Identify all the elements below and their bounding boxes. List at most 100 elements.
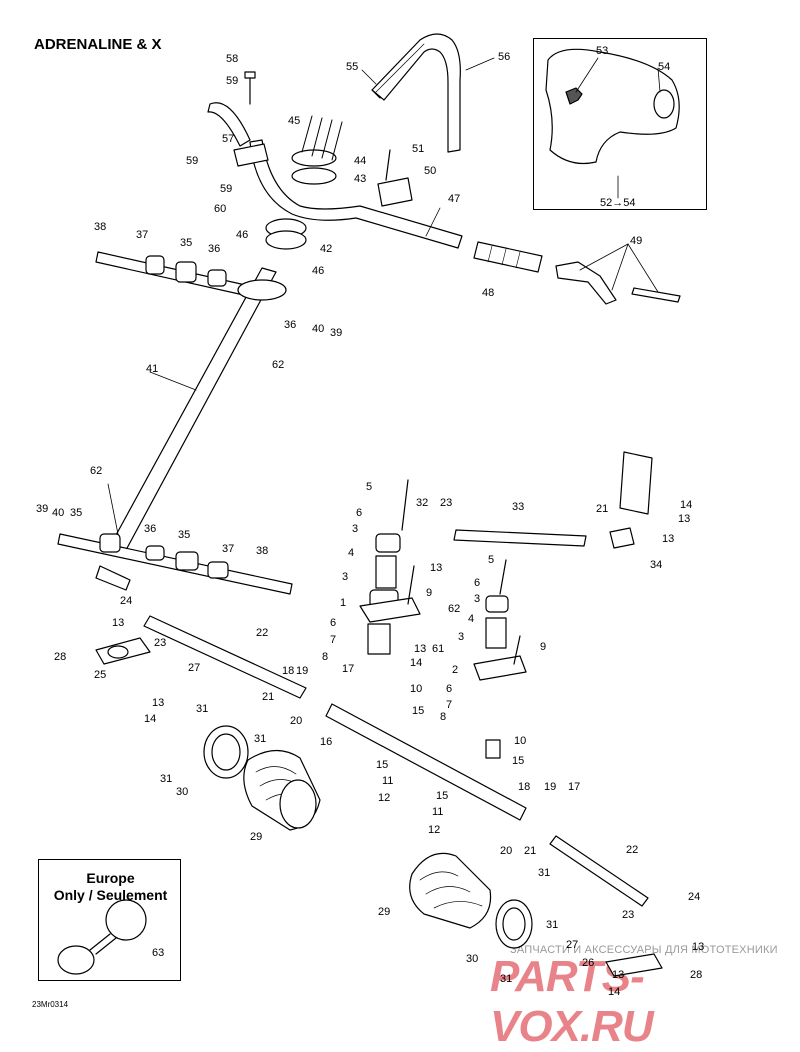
callout-60: 6 [330, 617, 336, 629]
callout-97: 11 [382, 775, 393, 787]
callout-68: 3 [458, 631, 464, 643]
callout-67: 15 [412, 705, 424, 717]
callout-121: 63 [152, 947, 164, 959]
europe-only-box: Europe Only / Seulement [38, 859, 181, 981]
callout-42: 33 [512, 501, 524, 513]
callout-32: 39 [36, 503, 48, 515]
boot-ring-30-right [495, 899, 533, 949]
callout-77: 27 [188, 662, 200, 674]
callout-118: 13 [612, 969, 624, 981]
callout-23: 46 [236, 229, 248, 241]
diagram-title: ADRENALINE & X [34, 36, 162, 53]
callout-109: 29 [378, 906, 390, 918]
callout-44: 14 [680, 499, 692, 511]
callout-91: 31 [196, 703, 208, 715]
callout-26: 36 [284, 319, 296, 331]
callout-103: 19 [544, 781, 556, 793]
callout-1: 59 [226, 75, 238, 87]
boot-29-right [409, 852, 492, 929]
callout-112: 31 [500, 973, 512, 985]
callout-50: 4 [348, 547, 354, 559]
callout-71: 24 [120, 595, 132, 607]
bracket-50 [377, 149, 413, 207]
knob-63 [57, 899, 147, 975]
callout-113: 27 [566, 939, 578, 951]
callout-35: 36 [144, 523, 156, 535]
callout-49: 3 [352, 523, 358, 535]
callout-81: 19 [296, 665, 308, 677]
callout-48: 6 [356, 507, 362, 519]
cross-link-16 [325, 703, 527, 821]
callout-31: 62 [90, 465, 102, 477]
callout-89: 10 [514, 735, 526, 747]
callout-88: 8 [440, 711, 446, 723]
callout-21: 35 [180, 237, 192, 249]
callout-38: 38 [256, 545, 268, 557]
callout-73: 22 [256, 627, 268, 639]
callout-3: 59 [186, 155, 198, 167]
column-stack-left [359, 479, 421, 655]
callout-93: 31 [160, 773, 172, 785]
callout-87: 7 [446, 699, 452, 711]
europe-note-line2: Only / Seulement [53, 887, 168, 903]
callout-75: 23 [154, 637, 166, 649]
callout-106: 20 [500, 845, 512, 857]
callout-107: 22 [626, 844, 638, 856]
callout-114: 24 [688, 891, 700, 903]
callout-12: 50 [424, 165, 436, 177]
callout-74: 28 [54, 651, 66, 663]
boot-29-left [243, 749, 321, 831]
handle-grip-53-54 [545, 48, 680, 165]
callout-101: 12 [428, 824, 440, 836]
callout-69: 9 [540, 641, 546, 653]
callout-90: 15 [512, 755, 524, 767]
callout-54: 5 [488, 554, 494, 566]
callout-66: 10 [410, 683, 422, 695]
steering-arm-25 [95, 637, 151, 665]
callout-19: 38 [94, 221, 106, 233]
callout-117: 26 [582, 957, 594, 969]
callout-7: 55 [346, 61, 358, 73]
callout-41: 23 [440, 497, 452, 509]
tie-rod-33 [453, 527, 635, 549]
callout-51: 3 [342, 571, 348, 583]
callout-100: 11 [432, 806, 443, 818]
callout-34: 35 [70, 507, 82, 519]
document-reference: 23Mr0314 [32, 1000, 69, 1009]
tie-rod-upper [95, 251, 287, 301]
handlebar-47 [207, 102, 463, 249]
callout-11: 51 [412, 143, 424, 155]
callout-22: 36 [208, 243, 220, 255]
callout-83: 21 [262, 691, 274, 703]
callout-46: 13 [662, 533, 674, 545]
callout-24: 42 [320, 243, 332, 255]
callout-80: 18 [282, 665, 294, 677]
callout-92: 31 [254, 733, 266, 745]
callout-33: 40 [52, 507, 64, 519]
callout-98: 12 [378, 792, 390, 804]
callout-18: 49 [630, 235, 642, 247]
callout-65: 14 [410, 657, 422, 669]
callout-96: 15 [376, 759, 388, 771]
callout-61: 7 [330, 634, 336, 646]
callout-47: 34 [650, 559, 662, 571]
callout-30: 41 [146, 363, 158, 375]
callout-39: 5 [366, 481, 372, 493]
callout-57: 62 [448, 603, 460, 615]
callout-6: 56 [498, 51, 510, 63]
callout-17: 48 [482, 287, 494, 299]
lever-49 [555, 261, 681, 305]
callout-70: 2 [452, 664, 458, 676]
callout-10: 43 [354, 173, 366, 185]
callout-59: 1 [340, 597, 346, 609]
callout-85: 16 [320, 736, 332, 748]
column-stack-right [473, 559, 527, 759]
steering-arm-26 [605, 953, 663, 977]
callout-78: 13 [152, 697, 164, 709]
callout-52: 13 [430, 562, 442, 574]
callout-25: 46 [312, 265, 324, 277]
boot-ring-30-left [203, 725, 249, 779]
callout-27: 40 [312, 323, 324, 335]
